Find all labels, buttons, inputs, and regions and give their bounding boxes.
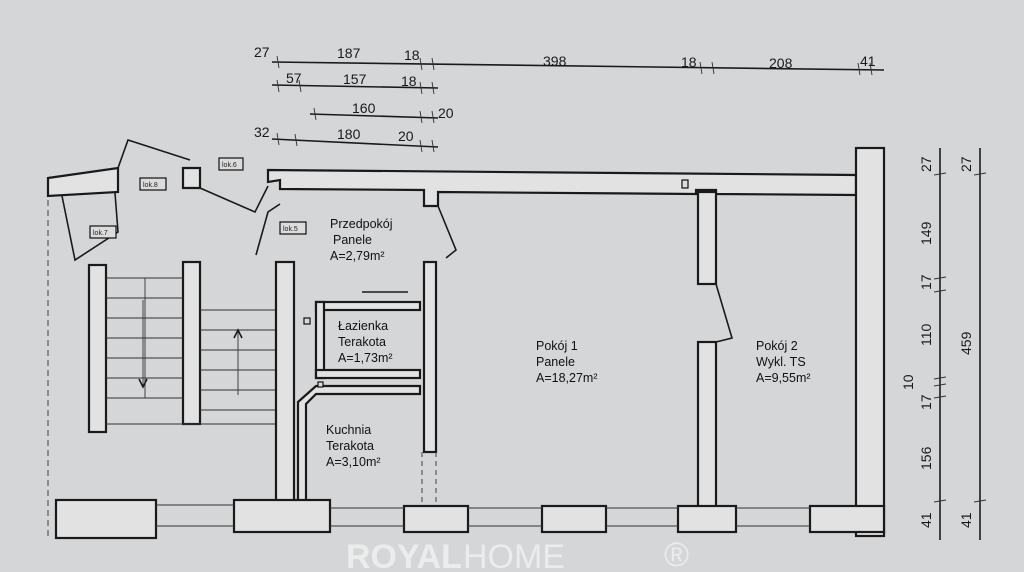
door-openings (255, 179, 734, 502)
watermark-home: HOME (463, 538, 565, 572)
dim-v-41-outer: 41 (958, 512, 974, 528)
dim-v-17a: 17 (918, 274, 934, 290)
room-floor: Panele (333, 233, 372, 247)
room-area: A=1,73m² (338, 351, 393, 365)
watermark-royal: ROYAL (346, 538, 462, 572)
room-floor: Wykl. TS (756, 355, 806, 369)
tag-lok5: lok.5 (283, 226, 298, 233)
watermark-logo: ROYAL HOME ® (346, 536, 689, 572)
room-floor: Panele (536, 355, 575, 369)
room-przedpokoj: Przedpokój Panele A=2,79m² (330, 217, 393, 263)
room-pokoj1: Pokój 1 Panele A=18,27m² (536, 339, 598, 385)
dim-v-41a: 41 (918, 512, 934, 528)
dim-v-27: 27 (918, 156, 934, 172)
dim-r4-32: 32 (254, 124, 270, 140)
dim-r1-41: 41 (860, 53, 876, 69)
dim-v-459: 459 (958, 331, 974, 355)
room-name: Łazienka (338, 319, 388, 333)
neighbour-tags: lok.8 lok.6 lok.7 lok.5 (89, 157, 307, 239)
tag-box-lok6 (218, 157, 244, 171)
room-floor: Terakota (338, 335, 386, 349)
dim-r1-27: 27 (254, 44, 270, 60)
dim-v-10: 10 (900, 374, 916, 390)
apartment-walls (54, 146, 886, 540)
room-name: Kuchnia (326, 423, 371, 437)
dim-r1-18a: 18 (404, 47, 420, 63)
dim-r2-157: 157 (343, 71, 367, 87)
dim-v-110: 110 (918, 323, 934, 346)
room-name: Pokój 2 (756, 339, 798, 353)
dim-v-156: 156 (918, 446, 934, 470)
right-dimension-labels: 27 149 17 110 10 17 156 41 27 459 41 (900, 156, 974, 528)
dim-v-149: 149 (918, 221, 934, 245)
dim-r1-398: 398 (543, 53, 567, 69)
tag-lok7: lok.7 (93, 230, 108, 237)
dim-v-27-outer: 27 (958, 156, 974, 172)
room-name: Pokój 1 (536, 339, 578, 353)
dim-v-17b: 17 (918, 394, 934, 410)
room-area: A=2,79m² (330, 249, 385, 263)
room-area: A=9,55m² (756, 371, 811, 385)
tag-box-lok8 (139, 177, 167, 191)
room-kuchnia: Kuchnia Terakota A=3,10m² (326, 423, 381, 469)
dim-r3-20: 20 (438, 105, 454, 121)
room-floor: Terakota (326, 439, 374, 453)
room-area: A=3,10m² (326, 455, 381, 469)
dim-r2-18: 18 (401, 73, 417, 89)
right-dimension-lines (933, 148, 987, 540)
dim-r4-180: 180 (337, 126, 361, 142)
top-dimension-labels: 27 187 18 398 18 208 41 57 157 18 160 20… (254, 44, 876, 144)
dim-r1-187: 187 (337, 45, 361, 61)
dim-r3-160: 160 (352, 100, 376, 116)
dim-r4-20: 20 (398, 128, 414, 144)
room-pokoj2: Pokój 2 Wykl. TS A=9,55m² (756, 339, 811, 385)
top-dimension-lines (271, 55, 885, 153)
tag-lok6: lok.6 (222, 162, 237, 169)
tag-box-lok7 (89, 225, 117, 239)
staircase (46, 139, 275, 540)
dim-r2-57: 57 (286, 70, 302, 86)
watermark-registered: ® (664, 536, 689, 572)
room-name: Przedpokój (330, 217, 393, 231)
windows (156, 504, 810, 527)
tag-box-lok5 (279, 221, 307, 235)
dim-r1-18b: 18 (681, 54, 697, 70)
tag-lok8: lok.8 (143, 182, 158, 189)
room-area: A=18,27m² (536, 371, 598, 385)
dim-r1-208: 208 (769, 55, 793, 71)
room-lazienka: Łazienka Terakota A=1,73m² (338, 319, 393, 365)
